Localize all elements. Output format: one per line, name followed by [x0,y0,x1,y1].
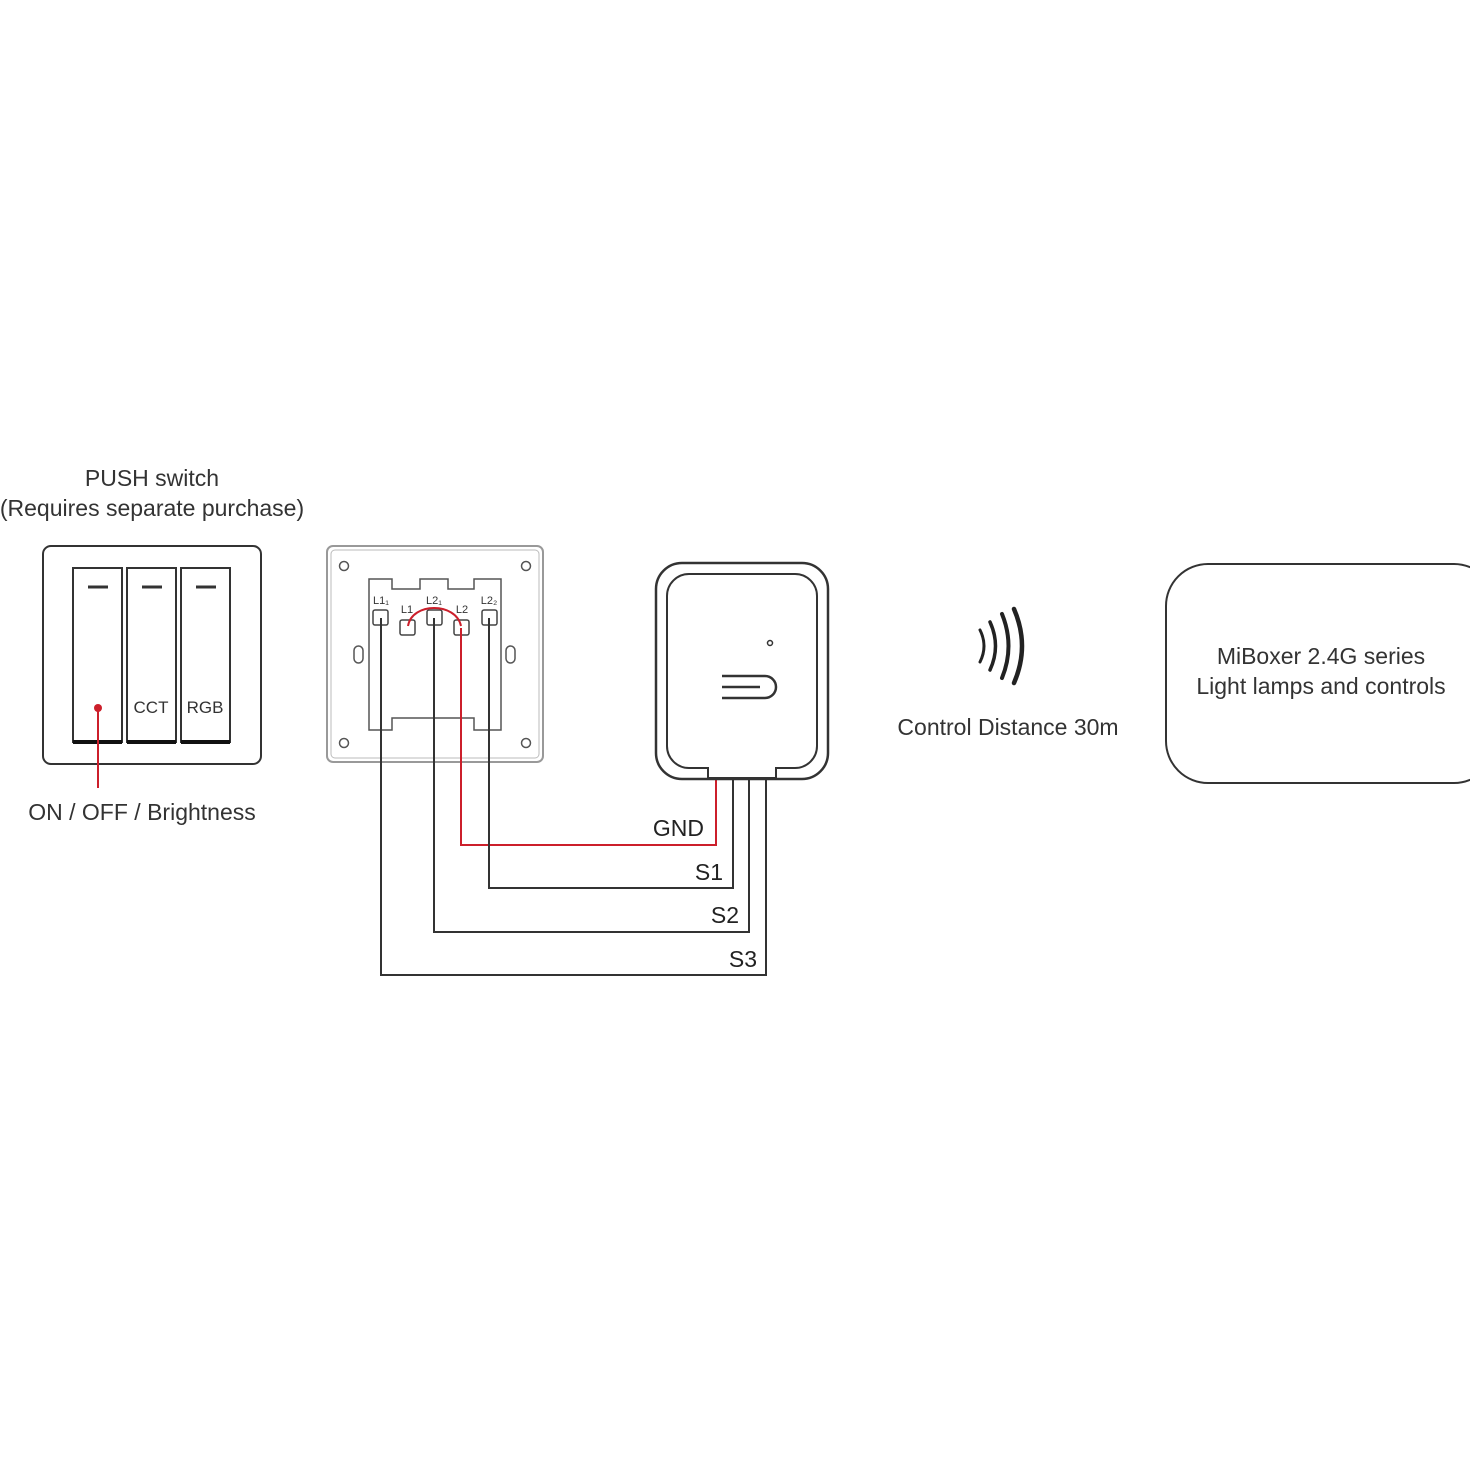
screw-hole-icon [520,737,532,749]
terminal-label: L2 [456,604,468,616]
terminal-label: L1₁ [373,595,389,607]
wiring [380,618,767,976]
miboxer-logo-icon [722,674,778,700]
controller-module [654,561,830,781]
target-line-2: Light lamps and controls [1196,673,1445,699]
terminal-l1 [399,619,416,636]
push-switch-subtitle: (Requires separate purchase) [0,495,304,521]
screw-hole-icon [338,737,350,749]
callout-dot [94,704,102,712]
slot-icon [505,645,516,664]
terminal-label: L2₁ [426,595,442,607]
push-switch: CCT RGB [42,545,262,788]
s1-label: S1 [695,859,723,885]
push-button-rgb[interactable]: RGB [180,567,231,744]
push-button-cct[interactable]: CCT [126,567,177,744]
slot-icon [353,645,364,664]
wire-s1 [488,618,734,889]
wireless-signal-icon [978,606,1025,686]
target-lamps-box [1165,563,1470,784]
s3-label: S3 [729,946,757,972]
cct-label: CCT [134,698,169,717]
wire-s2 [433,618,750,933]
screw-hole-icon [338,560,350,572]
terminal-label: L1 [401,604,413,616]
s2-label: S2 [711,902,739,928]
gnd-label: GND [653,815,704,841]
control-distance-label: Control Distance 30m [897,714,1118,740]
terminal-label: L2₂ [481,595,498,607]
rgb-label: RGB [187,698,224,717]
target-line-1: MiBoxer 2.4G series [1217,643,1425,669]
led-indicator-icon [766,639,774,647]
push-switch-title: PUSH switch [85,465,219,491]
terminal-block [368,578,502,731]
wire-gnd [460,628,717,846]
screw-hole-icon [520,560,532,572]
wire-s3 [380,618,767,976]
brightness-callout: ON / OFF / Brightness [28,799,256,825]
bridge-wire [407,607,462,627]
